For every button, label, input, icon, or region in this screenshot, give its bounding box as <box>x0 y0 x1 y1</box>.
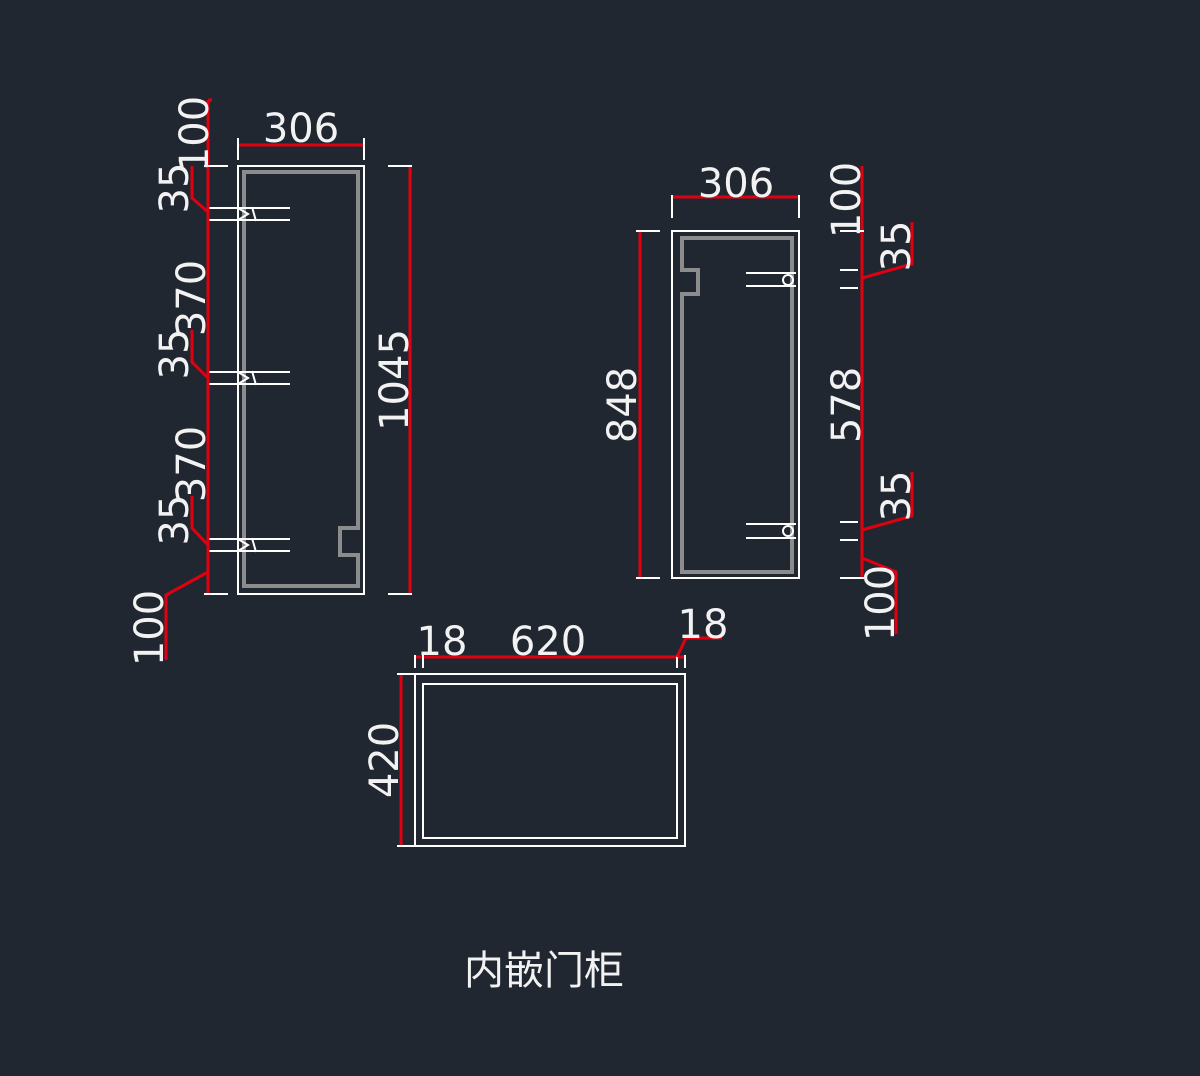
right-width-label: 306 <box>698 161 774 207</box>
right-gap-label: 578 <box>824 367 870 443</box>
plan-inner-width-label: 620 <box>510 619 586 665</box>
right-door-view: 306 848 100 35 578 35 100 <box>600 161 920 641</box>
left-hinge-top <box>208 206 290 222</box>
left-door-view: 306 1045 100 35 370 35 370 35 100 <box>127 96 418 666</box>
right-hinge-2-label: 35 <box>874 471 920 522</box>
right-hinge-top <box>746 269 858 289</box>
left-gap-2-label: 370 <box>169 426 215 502</box>
left-top-offset-label: 100 <box>172 96 218 172</box>
plan-side-right-label: 18 <box>678 602 729 648</box>
right-hinge-bottom <box>746 521 858 541</box>
left-height-label: 1045 <box>372 329 418 431</box>
left-hinge-3-label: 35 <box>152 495 198 546</box>
plan-view: 18 620 18 420 <box>362 602 729 847</box>
plan-inner-outline <box>422 683 678 839</box>
left-door-inner-profile <box>242 170 360 588</box>
plan-outer-outline <box>414 673 686 847</box>
right-door-outline <box>671 230 800 579</box>
plan-depth-label: 420 <box>362 722 408 798</box>
right-bottom-offset-label: 100 <box>858 565 904 641</box>
left-hinge-middle <box>208 370 290 386</box>
left-hinge-1-label: 35 <box>152 163 198 214</box>
left-bottom-offset-label: 100 <box>127 590 173 666</box>
right-door-inner-profile <box>680 236 794 574</box>
left-hinge-bottom <box>208 537 290 553</box>
drawing-title: 内嵌门柜 <box>464 948 624 994</box>
left-door-outline <box>237 165 365 595</box>
left-gap-1-label: 370 <box>169 260 215 336</box>
right-height-label: 848 <box>600 367 646 443</box>
left-hinge-2-label: 35 <box>152 329 198 380</box>
plan-side-left-label: 18 <box>417 619 468 665</box>
left-width-label: 306 <box>263 106 339 152</box>
right-hinge-1-label: 35 <box>874 221 920 272</box>
right-top-offset-label: 100 <box>824 162 870 238</box>
